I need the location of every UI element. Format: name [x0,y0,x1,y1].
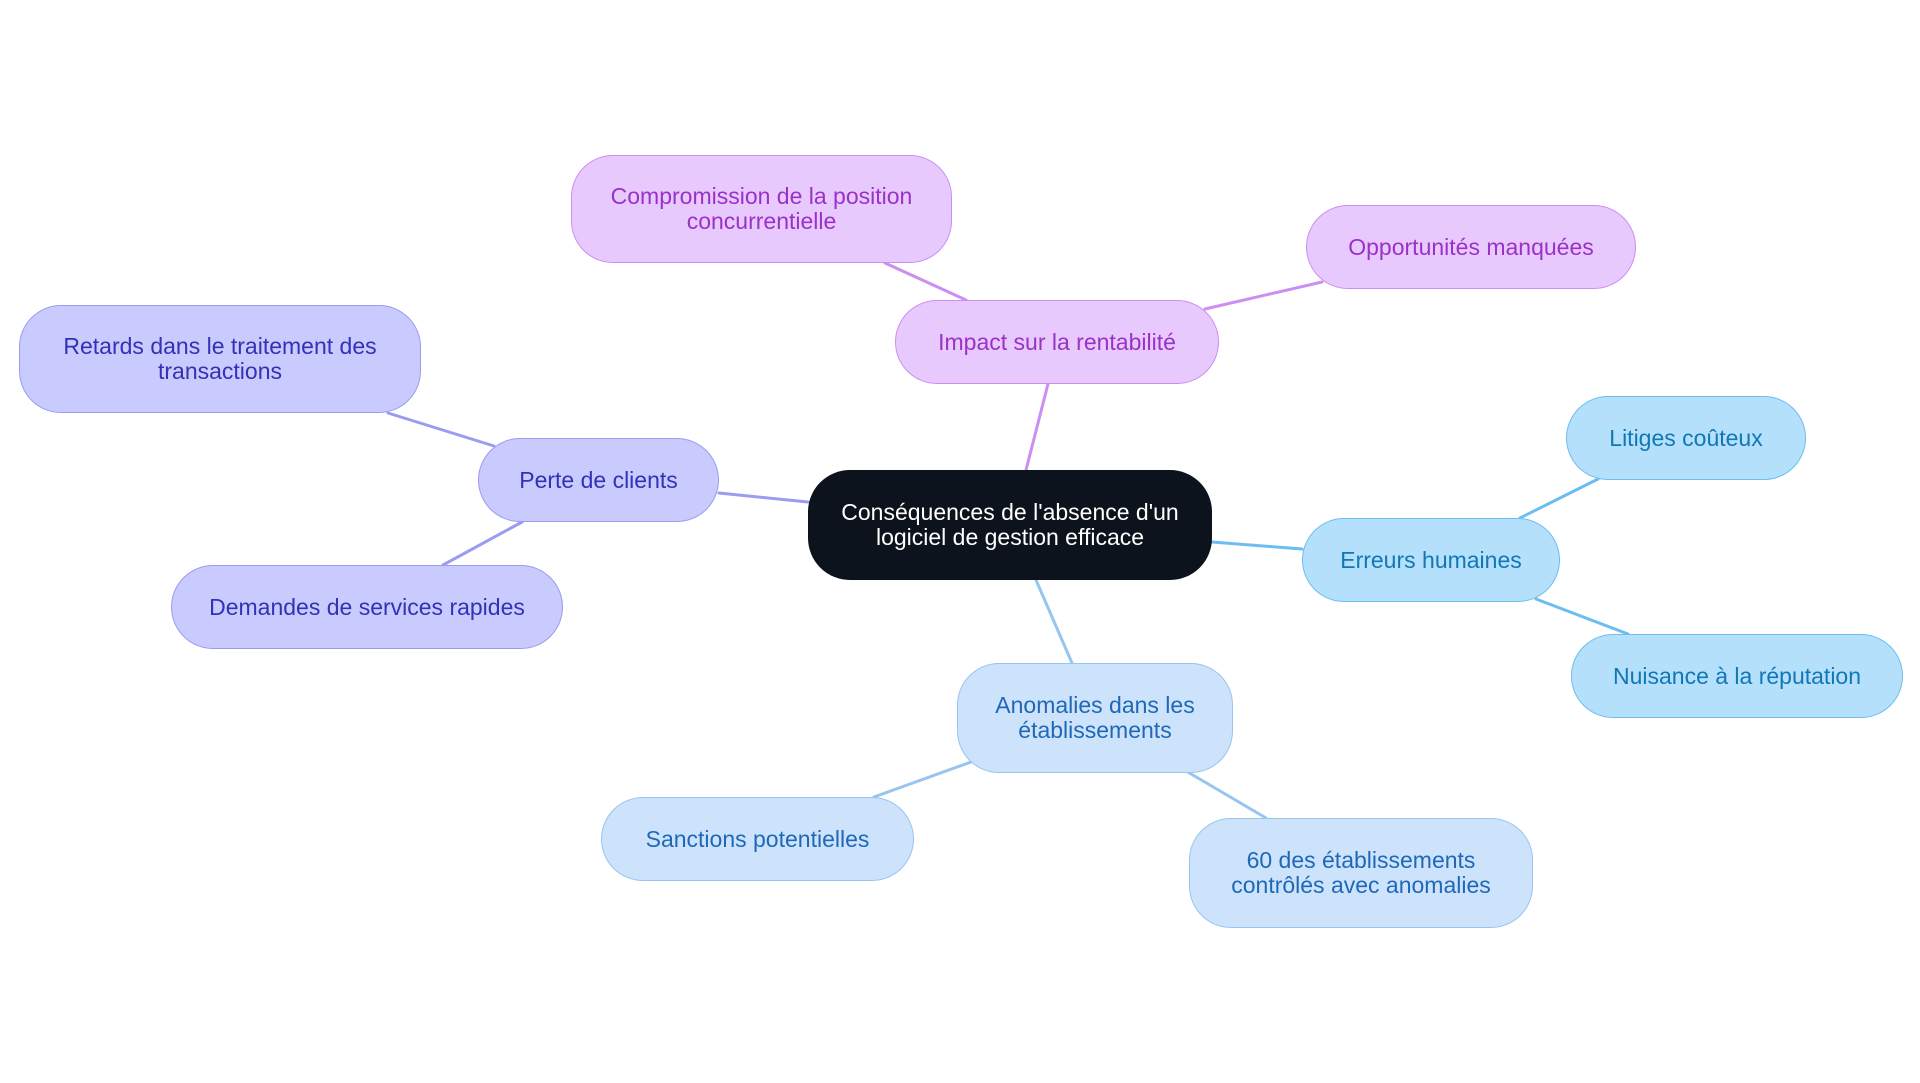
connector-client-loss-delays [386,411,496,448]
central-topic-label: Conséquences de l'absence d'un logiciel … [841,499,1179,550]
leaf-node-audited-establishments: 60 des établissements contrôlés avec ano… [1189,818,1533,928]
connector-center-human-errors [1210,540,1304,551]
connector-human-errors-reputation [1534,597,1630,636]
leaf-label-audited-establishments: 60 des établissements contrôlés avec ano… [1231,847,1491,898]
leaf-label-transaction-delays: Retards dans le traitement des transacti… [63,333,377,384]
branch-label-human-errors: Erreurs humaines [1340,546,1522,573]
connector-center-anomalies [1034,578,1074,665]
leaf-label-competitive-position: Compromission de la position concurrenti… [610,183,913,234]
leaf-label-fast-service-requests: Demandes de services rapides [209,593,525,620]
connector-anomalies-sanctions [872,760,973,799]
connector-profitability-missed [1203,280,1324,311]
branch-node-client-loss: Perte de clients [478,438,719,522]
branch-label-establishment-anomalies: Anomalies dans les établissements [995,692,1195,743]
leaf-node-fast-service-requests: Demandes de services rapides [171,565,563,649]
connector-center-client-loss [717,491,810,504]
connector-profitability-competitive [883,261,968,302]
connector-anomalies-audited [1184,769,1268,820]
leaf-node-potential-sanctions: Sanctions potentielles [601,797,914,881]
leaf-label-potential-sanctions: Sanctions potentielles [645,825,870,852]
connector-human-errors-disputes [1518,477,1600,520]
connector-center-profitability [1024,382,1050,472]
leaf-node-missed-opportunities: Opportunités manquées [1306,205,1636,289]
connector-client-loss-requests [441,520,524,567]
central-topic-node: Conséquences de l'absence d'un logiciel … [808,470,1212,580]
branch-label-client-loss: Perte de clients [519,466,678,493]
leaf-label-costly-disputes: Litiges coûteux [1609,424,1763,451]
leaf-label-reputation-damage: Nuisance à la réputation [1612,662,1862,689]
branch-node-profitability: Impact sur la rentabilité [895,300,1219,384]
leaf-node-reputation-damage: Nuisance à la réputation [1571,634,1903,718]
branch-node-establishment-anomalies: Anomalies dans les établissements [957,663,1233,773]
leaf-node-costly-disputes: Litiges coûteux [1566,396,1806,480]
leaf-node-competitive-position: Compromission de la position concurrenti… [571,155,952,263]
branch-label-profitability: Impact sur la rentabilité [938,328,1176,355]
branch-node-human-errors: Erreurs humaines [1302,518,1560,602]
leaf-label-missed-opportunities: Opportunités manquées [1348,233,1594,260]
leaf-node-transaction-delays: Retards dans le traitement des transacti… [19,305,421,413]
